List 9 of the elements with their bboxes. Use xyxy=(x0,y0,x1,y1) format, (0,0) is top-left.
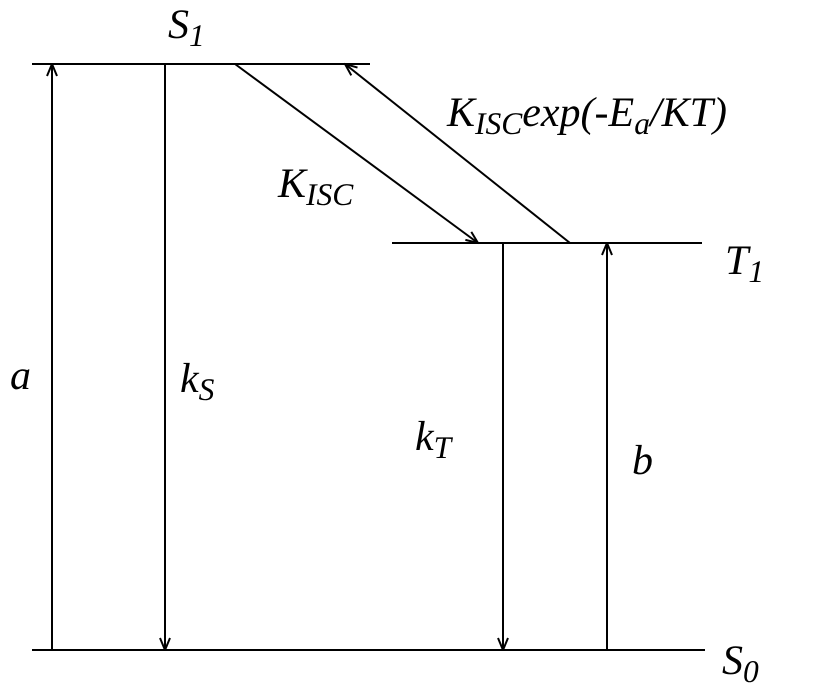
arrow xyxy=(234,63,479,244)
arrow xyxy=(344,63,571,244)
arrow xyxy=(497,243,509,651)
level-label: S$_{1}$ xyxy=(168,4,205,46)
level-label: T$_{1}$ xyxy=(725,240,764,282)
arrow xyxy=(159,64,171,651)
arrow xyxy=(46,63,58,650)
level-label: S$_{0}$ xyxy=(722,640,759,682)
arrow xyxy=(601,242,613,650)
